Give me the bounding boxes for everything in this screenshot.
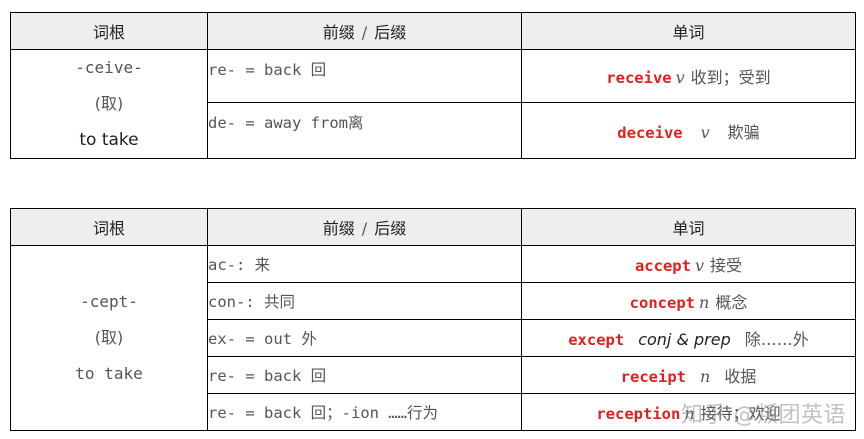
header-prefix-suffix: 前缀 / 后缀 [207, 12, 522, 50]
prefix-cell: ex- = out 外 [207, 319, 522, 357]
header-prefix: 前缀 [322, 219, 355, 238]
root-meaning: (取) [94, 94, 124, 113]
word-pos: v [694, 256, 705, 275]
root-form: -ceive- [75, 58, 143, 77]
header-prefix: 前缀 [322, 23, 355, 42]
prefix-cell: re- = back 回 [207, 48, 522, 104]
word-chinese: 接受 [710, 256, 743, 275]
root-english: to take [75, 364, 143, 383]
word-chinese: 收到；受到 [690, 68, 771, 88]
header-separator: / [361, 219, 368, 238]
header-suffix: 后缀 [374, 23, 407, 42]
word-english: concept [629, 294, 695, 312]
word-english: receipt [620, 368, 686, 386]
word-chinese: 概念 [715, 293, 748, 312]
word-pos: conj & prep [638, 330, 731, 349]
zhihu-watermark: 知乎 @叛团英语 [681, 403, 846, 428]
word-english: reception [596, 405, 681, 423]
header-suffix: 后缀 [374, 219, 407, 238]
table-header-row: 词根 前缀 / 后缀 单词 [10, 208, 856, 246]
prefix-cell: re- = back 回 [207, 356, 522, 394]
header-root: 词根 [10, 12, 208, 50]
table-header-row: 词根 前缀 / 后缀 单词 [10, 12, 856, 50]
header-prefix-suffix: 前缀 / 后缀 [207, 208, 522, 246]
word-pos: v [700, 122, 710, 142]
word-pos: n [700, 367, 711, 386]
header-separator: / [361, 23, 368, 42]
word-english: deceive [617, 123, 683, 142]
root-form: -cept- [80, 292, 138, 311]
word-chinese: 欺骗 [727, 122, 760, 142]
word-pos: v [675, 68, 685, 88]
word-cell: except conj & prep 除……外 [521, 319, 856, 357]
root-english: to take [79, 130, 139, 150]
vocab-table-cept: 词根 前缀 / 后缀 单词 -cept- (取) to take ac-: 来 … [10, 208, 856, 431]
word-cell: deceive v 欺骗 [521, 102, 856, 159]
table-row: ex- = out 外 except conj & prep 除……外 [11, 319, 856, 357]
prefix-cell: ac-: 来 [207, 245, 522, 283]
prefix-cell: de- = away from离 [207, 102, 522, 159]
root-meaning: (取) [94, 328, 124, 347]
root-cell: -ceive- (取) to take [10, 49, 208, 159]
word-pos: n [684, 404, 695, 423]
root-cell: -cept- (取) to take [10, 245, 208, 431]
prefix-cell: re- = back 回；-ion ……行为 [207, 393, 522, 431]
table-row: -ceive- (取) to take re- = back 回 receive… [10, 48, 856, 159]
header-word: 单词 [521, 12, 856, 50]
header-word: 单词 [521, 208, 856, 246]
word-chinese: 除……外 [744, 330, 809, 349]
word-chinese: 收据 [724, 367, 757, 386]
word-cell: receipt n 收据 [521, 356, 856, 394]
table-row: de- = away from离 deceive v 欺骗 [11, 102, 856, 159]
word-pos: n [699, 293, 710, 312]
prefix-cell: con-: 共同 [207, 282, 522, 320]
word-chinese: 接待；欢迎 [700, 404, 781, 423]
word-english: accept [634, 257, 691, 275]
header-root: 词根 [10, 208, 208, 246]
vocab-table-ceive: 词根 前缀 / 后缀 单词 -ceive- (取) to take re- = … [10, 12, 856, 159]
word-english: except [568, 331, 625, 349]
word-english: receive [606, 69, 672, 88]
table-row: re- = back 回 receipt n 收据 [11, 356, 856, 394]
